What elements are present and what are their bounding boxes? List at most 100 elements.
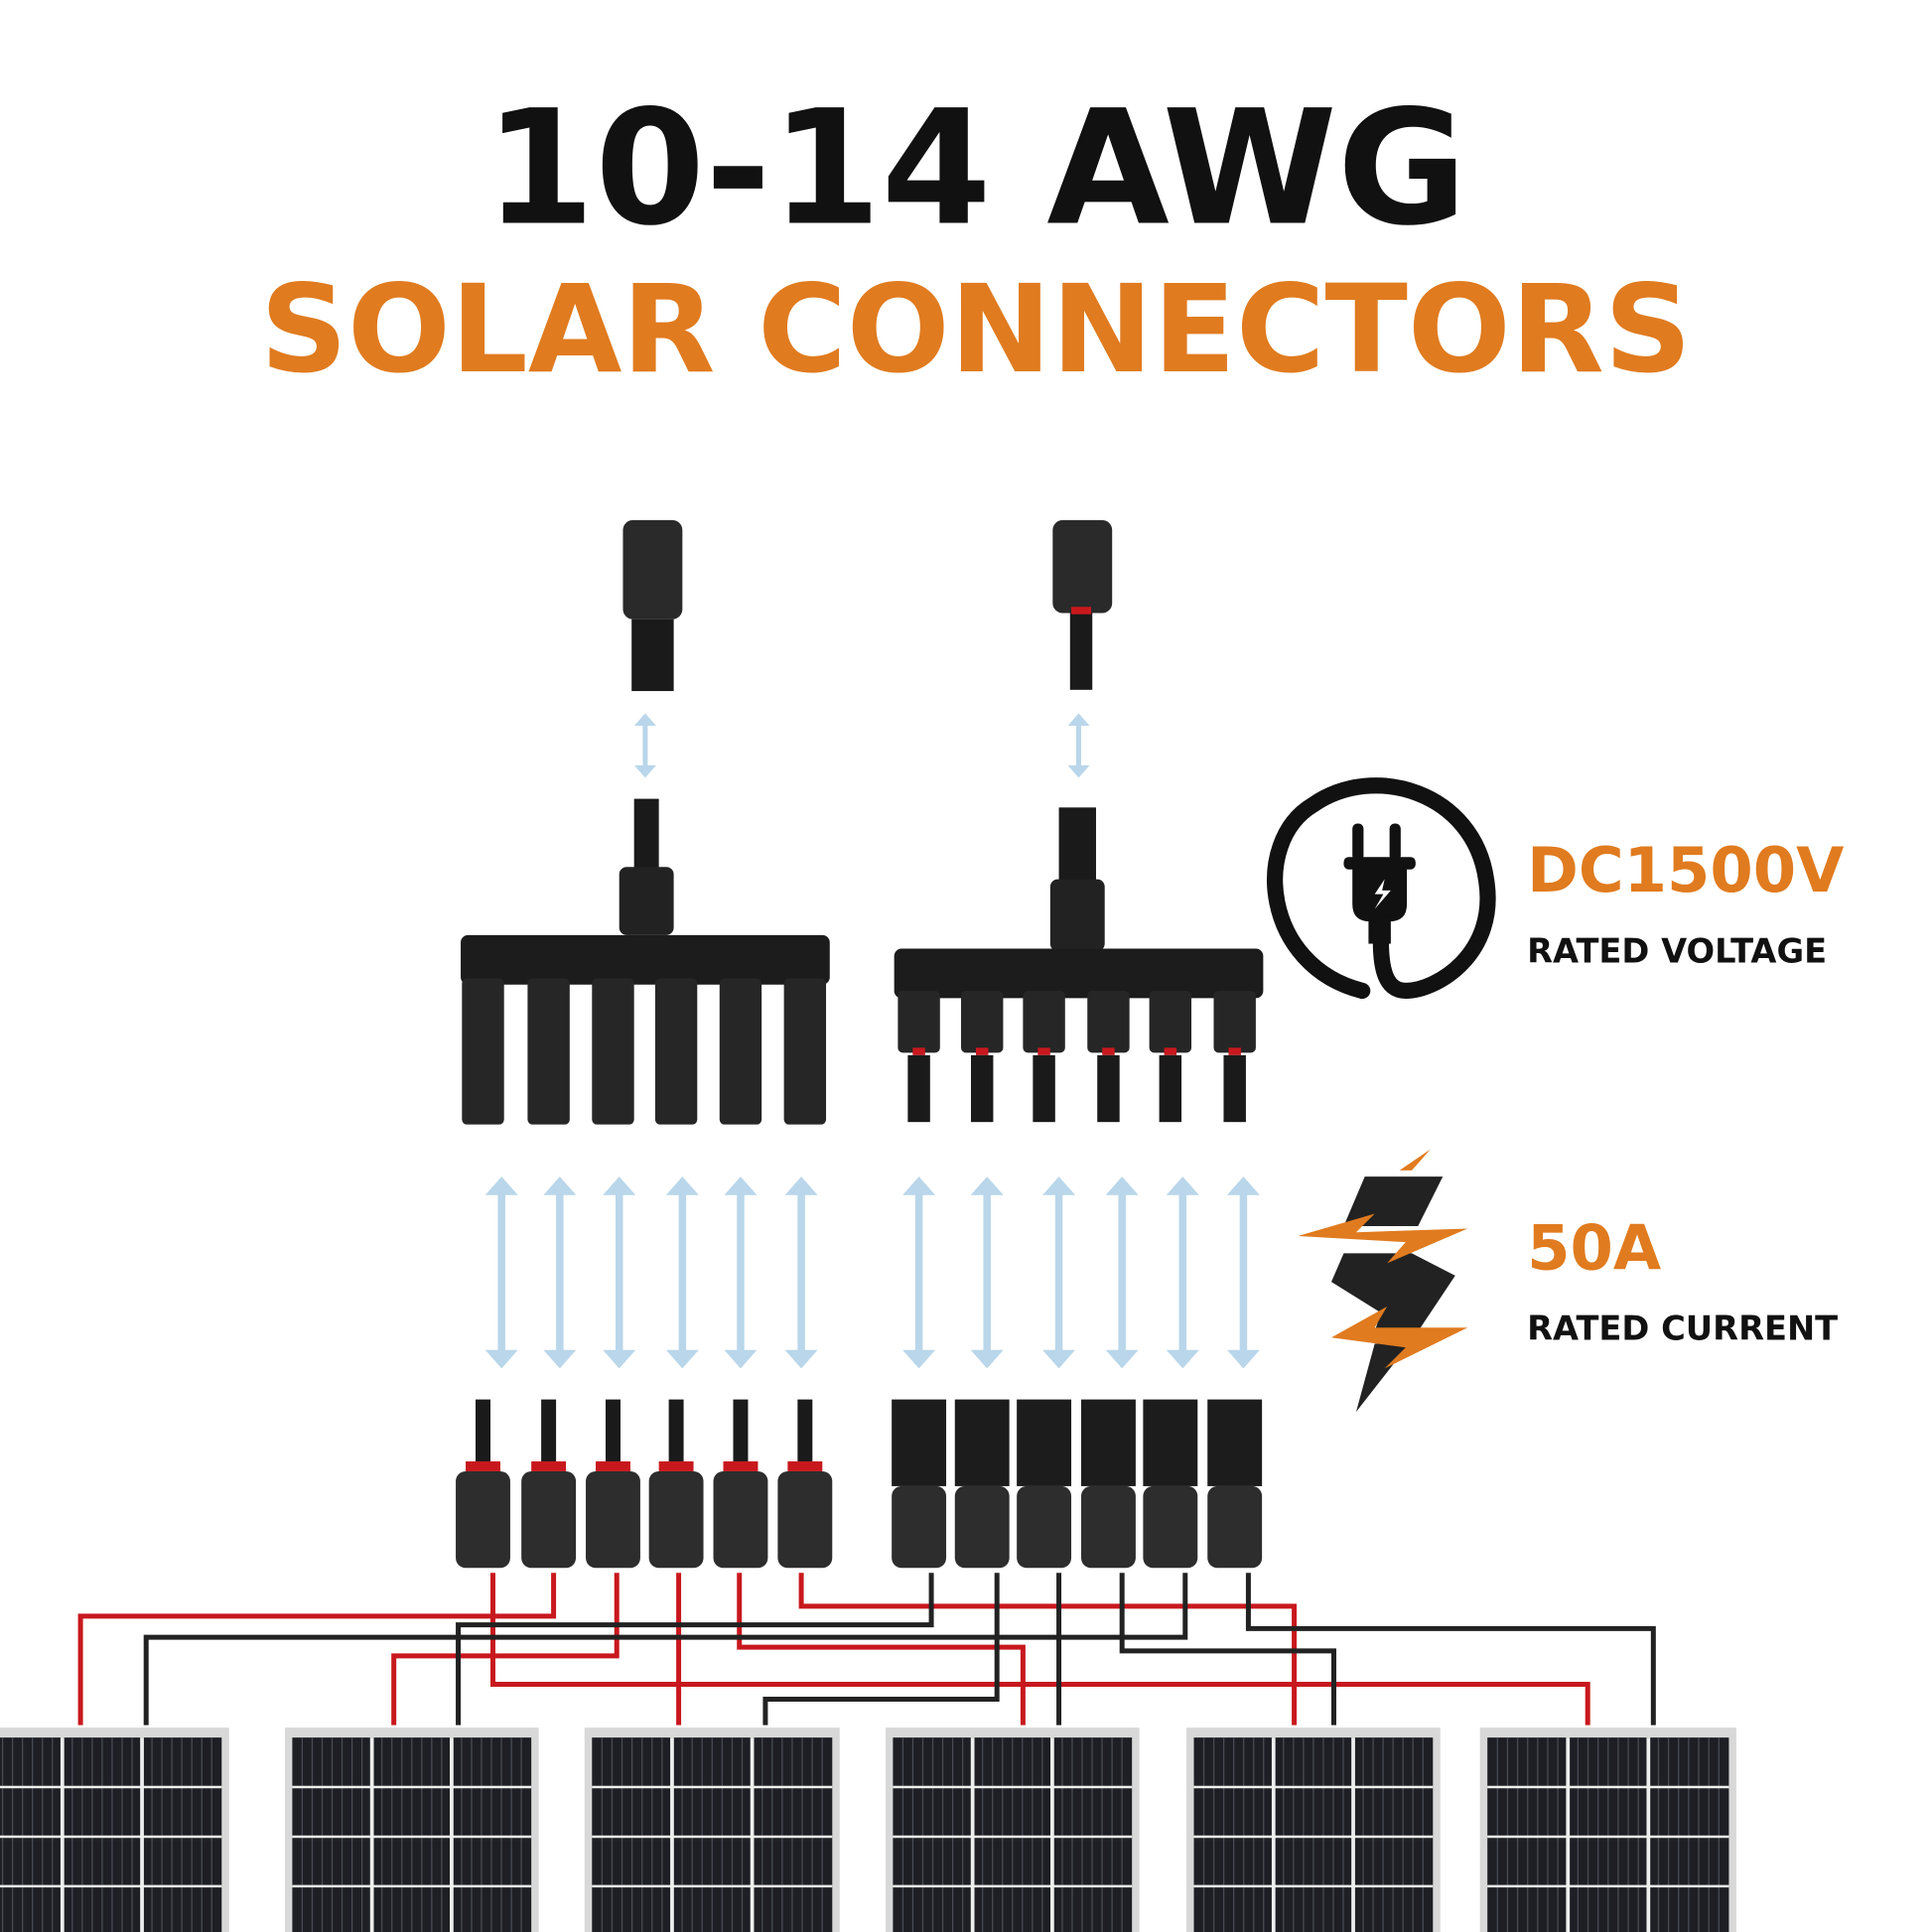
- arrow-vertical-head: [1105, 1176, 1139, 1195]
- arrow-vertical-head: [1105, 1349, 1139, 1369]
- male-connector-top-pin: [1069, 613, 1093, 690]
- female-connector-nut: [1081, 1485, 1136, 1569]
- seal-ring: [1102, 1047, 1115, 1055]
- seal-ring: [596, 1460, 630, 1471]
- branch-hub-left: [619, 867, 674, 935]
- solar-panel: [0, 1737, 222, 1932]
- branch-bar-right: [894, 948, 1264, 999]
- female-connector-nut: [954, 1485, 1010, 1569]
- male-pin: [476, 1399, 490, 1461]
- male-connector-top: [1052, 519, 1113, 614]
- male-connector: [713, 1470, 768, 1569]
- arrow-vertical-head: [603, 1176, 636, 1195]
- female-connector-nut: [892, 1485, 947, 1569]
- arrow-top-left-head: [633, 764, 656, 778]
- solar-panels: [0, 1727, 1736, 1932]
- branch-port: [654, 978, 698, 1125]
- female-connector-nut: [1143, 1485, 1198, 1569]
- male-pin: [797, 1399, 813, 1461]
- male-pin: [541, 1399, 557, 1461]
- arrow-vertical-head: [484, 1349, 518, 1369]
- male-connector: [648, 1470, 704, 1569]
- plug-icon: [1267, 777, 1496, 1000]
- female-connector: [1143, 1399, 1198, 1486]
- branch-stem-left: [633, 798, 659, 874]
- current-value: 50A: [1527, 1212, 1661, 1285]
- female-connector: [1081, 1399, 1136, 1486]
- female-connector: [954, 1399, 1010, 1486]
- headline-gauge: 10-14 AWG: [484, 76, 1467, 261]
- male-pin: [605, 1399, 621, 1461]
- seal-ring: [1164, 1047, 1177, 1055]
- wire-red: [489, 1573, 1590, 1725]
- seal-ring: [658, 1460, 694, 1471]
- arrow-vertical-head: [1166, 1349, 1199, 1369]
- branch-port: [527, 978, 570, 1125]
- arrow-vertical-head: [784, 1176, 818, 1195]
- wire-black: [143, 1573, 1188, 1725]
- arrow-vertical-head: [1042, 1176, 1076, 1195]
- seal-ring: [1228, 1047, 1241, 1055]
- male-connector: [586, 1470, 640, 1569]
- lightning-bolt-icon: [1298, 1149, 1468, 1413]
- female-connector: [1017, 1399, 1072, 1486]
- arrow-vertical-head: [484, 1176, 518, 1195]
- branch-pin: [1097, 1054, 1120, 1123]
- branch-bar-left: [461, 934, 830, 985]
- branch-pin: [1033, 1054, 1055, 1123]
- arrow-vertical-head: [1042, 1349, 1076, 1369]
- headline-product: SOLAR CONNECTORS: [260, 259, 1692, 400]
- branch-stem-right: [1058, 807, 1096, 883]
- wire-red: [77, 1573, 557, 1725]
- arrow-top-right-head: [1067, 713, 1090, 726]
- arrow-vertical-head: [902, 1349, 936, 1369]
- branch-port: [1213, 990, 1256, 1053]
- seal-ring: [723, 1460, 759, 1471]
- seal-ring: [531, 1460, 567, 1471]
- branch-port: [592, 978, 634, 1125]
- arrow-vertical-head: [1226, 1176, 1260, 1195]
- branch-port: [961, 990, 1004, 1053]
- branch-pin: [1223, 1054, 1246, 1123]
- male-connector: [456, 1470, 510, 1569]
- arrow-top-left-head: [633, 713, 656, 726]
- seal-ring: [912, 1047, 925, 1055]
- female-connector-nut: [1207, 1485, 1263, 1569]
- female-connector: [892, 1399, 947, 1486]
- arrow-vertical-head: [1226, 1349, 1260, 1369]
- female-connector-top-body: [631, 619, 674, 692]
- arrow-vertical-head: [784, 1349, 818, 1369]
- arrow-vertical-head: [543, 1349, 577, 1369]
- branch-port: [462, 978, 504, 1125]
- arrow-vertical-head: [665, 1176, 699, 1195]
- male-connector: [777, 1470, 833, 1569]
- seal-ring: [1071, 607, 1091, 615]
- seal-ring: [466, 1460, 500, 1471]
- seal-ring: [1037, 1047, 1050, 1055]
- arrow-vertical-head: [902, 1176, 936, 1195]
- current-label: RATED CURRENT: [1527, 1310, 1838, 1348]
- connection-arrows: [484, 713, 1260, 1369]
- branch-pin: [907, 1054, 930, 1123]
- female-connector: [1207, 1399, 1263, 1486]
- wire-black: [456, 1573, 934, 1725]
- voltage-label: RATED VOLTAGE: [1527, 931, 1827, 970]
- arrow-vertical-head: [724, 1176, 758, 1195]
- male-connector: [521, 1470, 577, 1569]
- arrow-top-right-head: [1067, 764, 1090, 778]
- voltage-value: DC1500V: [1527, 834, 1844, 906]
- wire-black: [1245, 1573, 1656, 1725]
- wire-red: [798, 1573, 1298, 1725]
- branch-port: [897, 990, 940, 1053]
- arrow-vertical-head: [603, 1349, 636, 1369]
- arrow-vertical-head: [1166, 1176, 1199, 1195]
- wire-red: [391, 1573, 620, 1725]
- branch-port: [1087, 990, 1130, 1053]
- branch-port: [719, 978, 762, 1125]
- branch-port: [1023, 990, 1065, 1053]
- arrow-vertical-head: [665, 1349, 699, 1369]
- arrow-vertical-head: [970, 1349, 1004, 1369]
- branch-pin: [1159, 1054, 1182, 1123]
- male-pin: [668, 1399, 684, 1461]
